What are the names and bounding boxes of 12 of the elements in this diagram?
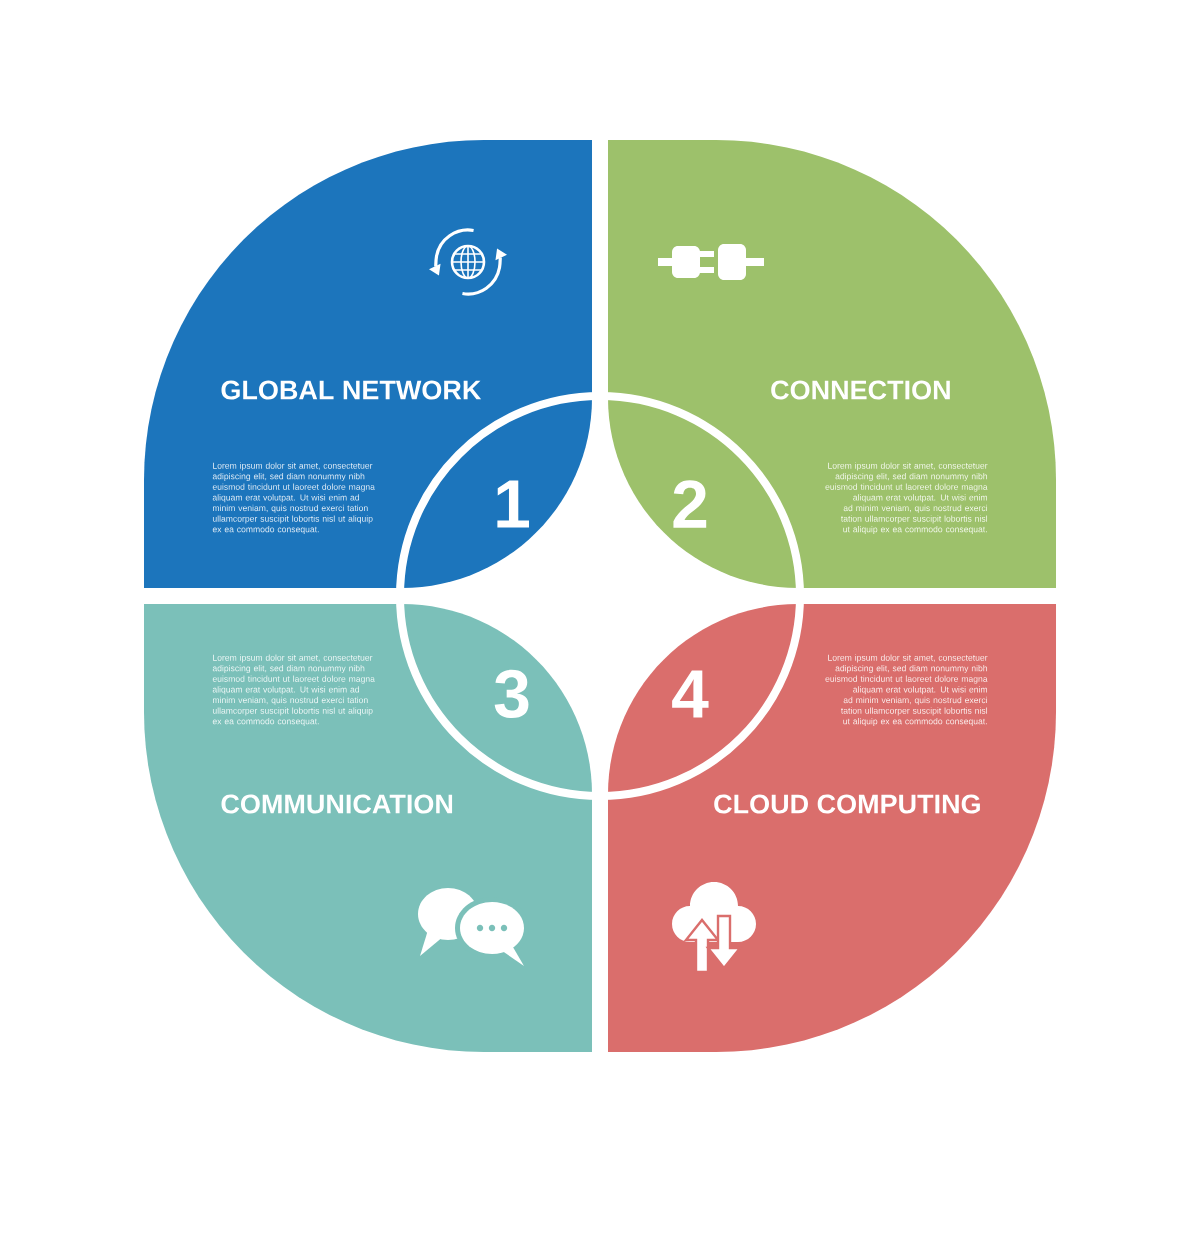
step-number: 3: [494, 669, 529, 719]
quadrant-segment: [608, 604, 1056, 1052]
quadrant-segment: [608, 140, 1056, 588]
quadrant-segment: [144, 604, 592, 1052]
step-number: 4: [672, 670, 709, 718]
heading: GLOBAL NETWORK: [221, 380, 482, 400]
heading: CONNECTION: [771, 380, 950, 400]
step-number: 2: [673, 480, 707, 528]
quadrant-segment: [144, 140, 592, 588]
heading: CLOUD COMPUTING: [714, 794, 980, 814]
heading: COMMUNICATION: [221, 794, 453, 814]
step-number: 1: [497, 480, 529, 528]
